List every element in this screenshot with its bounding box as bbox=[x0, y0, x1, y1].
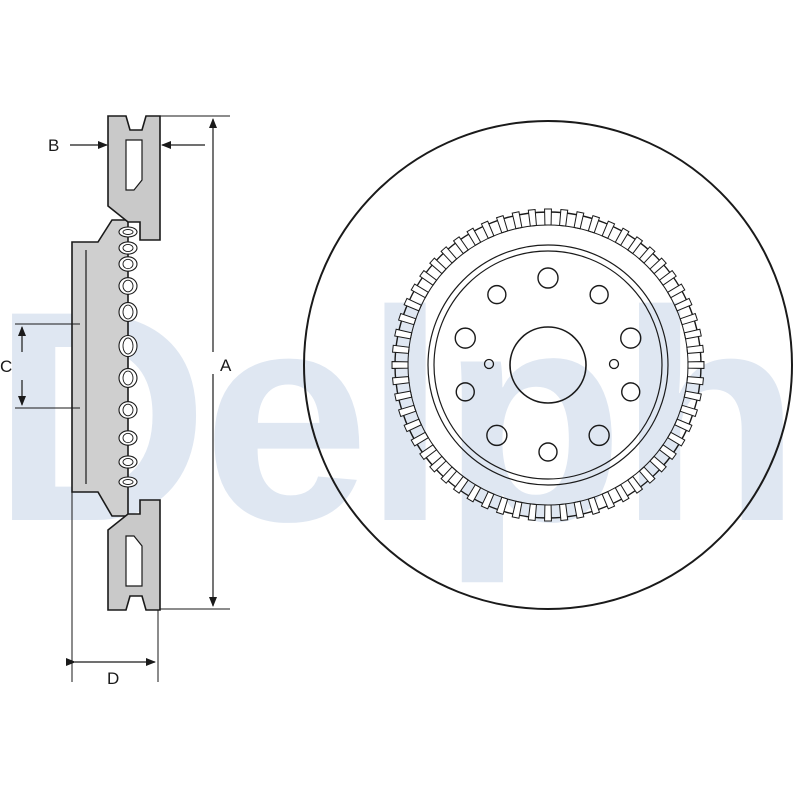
vent-slot bbox=[601, 220, 616, 240]
side-view-hole-inner bbox=[122, 457, 134, 467]
bolt-holes bbox=[454, 267, 642, 462]
vent-slot bbox=[559, 503, 569, 522]
vent-slot bbox=[544, 504, 552, 522]
vane-channel-lower bbox=[125, 535, 143, 587]
dimension-c-label: C bbox=[0, 357, 12, 376]
vent-slot bbox=[391, 361, 409, 369]
center-bore bbox=[509, 326, 587, 404]
vent-slot bbox=[527, 208, 537, 227]
side-view-hole bbox=[118, 430, 138, 446]
side-view-hole-inner bbox=[122, 258, 134, 270]
vent-slot bbox=[544, 208, 552, 226]
side-view-hole-inner bbox=[122, 304, 134, 320]
side-view-hole bbox=[118, 277, 138, 295]
dimension-d-label: D bbox=[107, 669, 119, 688]
dimension-a: A bbox=[160, 115, 232, 610]
dimension-d: D bbox=[66, 492, 159, 688]
locating-hole-right bbox=[608, 358, 620, 370]
vent-ring-inner bbox=[407, 224, 689, 506]
side-view-hole-inner bbox=[122, 279, 134, 293]
side-view-hole-inner bbox=[122, 479, 134, 485]
vane-channel-upper bbox=[125, 139, 143, 191]
bolt-hole bbox=[538, 442, 558, 462]
ventilation-slots-ring bbox=[391, 208, 705, 522]
vent-slot bbox=[527, 503, 537, 522]
side-view-hole-inner bbox=[122, 243, 134, 253]
side-view-hole-inner bbox=[122, 229, 134, 235]
disc-outer-edge bbox=[303, 120, 793, 610]
side-view-hole-inner bbox=[122, 432, 134, 444]
side-view-holes bbox=[118, 226, 138, 488]
dimension-b: B bbox=[48, 136, 205, 155]
bolt-hole bbox=[487, 284, 507, 305]
side-view-hole bbox=[118, 334, 138, 358]
vent-slot bbox=[614, 227, 630, 247]
side-view-hole bbox=[118, 256, 138, 272]
disc-side-view bbox=[71, 115, 161, 611]
dimension-c: C bbox=[0, 323, 80, 409]
hat-step-circle bbox=[427, 244, 669, 486]
side-view-hole bbox=[118, 455, 138, 469]
vent-slot bbox=[391, 344, 410, 354]
vent-slot bbox=[687, 361, 705, 369]
bolt-hole bbox=[621, 382, 641, 402]
dimension-b-label: B bbox=[48, 136, 59, 155]
vent-slot bbox=[559, 208, 569, 227]
vent-slot bbox=[466, 227, 482, 247]
side-view-hole bbox=[118, 401, 138, 419]
hat-face-circle bbox=[433, 250, 663, 480]
wheel-bolt-hole bbox=[588, 424, 610, 447]
side-view-hole bbox=[118, 241, 138, 255]
wheel-bolt-hole bbox=[486, 424, 508, 447]
side-view-hole bbox=[118, 476, 138, 488]
side-view-hole bbox=[118, 302, 138, 322]
disc-front-view bbox=[303, 120, 793, 610]
locating-hole-left bbox=[483, 358, 495, 370]
bolt-hole bbox=[455, 382, 475, 402]
wheel-bolt-hole bbox=[454, 327, 476, 349]
vent-slot bbox=[480, 220, 495, 240]
vent-slot bbox=[686, 344, 705, 354]
side-view-hole-inner bbox=[122, 370, 134, 386]
side-view-hole-inner bbox=[122, 403, 134, 417]
dimension-a-label: A bbox=[220, 356, 232, 375]
side-view-hole bbox=[118, 368, 138, 388]
wheel-bolt-hole bbox=[620, 327, 642, 349]
side-view-hole-inner bbox=[122, 337, 134, 355]
side-view-hole bbox=[118, 226, 138, 238]
vent-slot bbox=[391, 376, 410, 386]
wheel-bolt-hole bbox=[537, 267, 559, 289]
vent-slot bbox=[686, 376, 705, 386]
bolt-hole bbox=[589, 284, 609, 305]
